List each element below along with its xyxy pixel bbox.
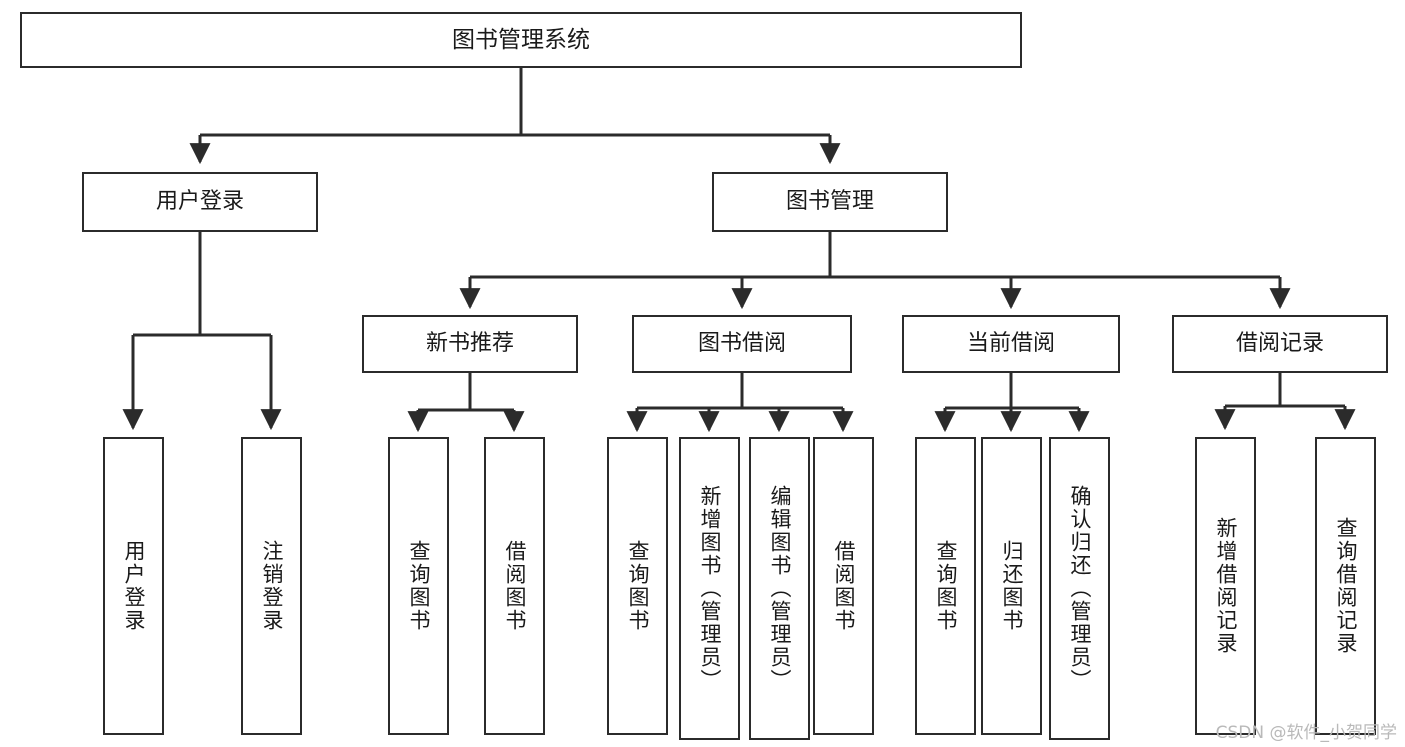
node-book-manage[interactable]: 图书管理	[712, 172, 948, 232]
node-label: 借阅图书	[832, 540, 856, 632]
node-label: 注销登录	[260, 540, 284, 632]
node-leaf-user-login[interactable]: 用户登录	[103, 437, 164, 735]
node-label: 用户登录	[155, 189, 244, 215]
node-user-login[interactable]: 用户登录	[82, 172, 318, 232]
node-label: 当前借阅	[966, 331, 1055, 357]
node-leaf-edit-book[interactable]: 编辑图书（管理员）	[749, 437, 810, 740]
node-label: 新增借阅记录	[1214, 517, 1238, 655]
node-label: 借阅图书	[503, 540, 527, 632]
node-label: 查询图书	[626, 540, 650, 632]
node-leaf-query-book-1[interactable]: 查询图书	[388, 437, 449, 735]
node-label: 借阅记录	[1235, 331, 1324, 357]
node-leaf-logout[interactable]: 注销登录	[241, 437, 302, 735]
node-label: 查询图书	[407, 540, 431, 632]
node-label: 用户登录	[122, 540, 146, 632]
node-label: 图书借阅	[697, 331, 786, 357]
watermark-text: CSDN @软件_小贺同学	[1215, 723, 1397, 743]
node-book-borrow[interactable]: 图书借阅	[632, 315, 852, 373]
node-new-book-rec[interactable]: 新书推荐	[362, 315, 578, 373]
node-leaf-query-book-2[interactable]: 查询图书	[607, 437, 668, 735]
node-leaf-query-record[interactable]: 查询借阅记录	[1315, 437, 1376, 735]
node-leaf-add-book[interactable]: 新增图书（管理员）	[679, 437, 740, 740]
node-leaf-return-book[interactable]: 归还图书	[981, 437, 1042, 735]
node-root-system[interactable]: 图书管理系统	[20, 12, 1022, 68]
node-label: 查询图书	[934, 540, 958, 632]
node-label: 查询借阅记录	[1334, 517, 1358, 655]
node-leaf-query-book-3[interactable]: 查询图书	[915, 437, 976, 735]
node-label: 图书管理系统	[452, 26, 590, 53]
node-label: 新书推荐	[425, 331, 514, 357]
node-leaf-confirm-return[interactable]: 确认归还（管理员）	[1049, 437, 1110, 740]
node-label: 确认归还（管理员）	[1068, 485, 1092, 692]
node-leaf-borrow-book-2[interactable]: 借阅图书	[813, 437, 874, 735]
node-leaf-borrow-book-1[interactable]: 借阅图书	[484, 437, 545, 735]
node-label: 归还图书	[1000, 540, 1024, 632]
node-current-borrow[interactable]: 当前借阅	[902, 315, 1120, 373]
node-label: 新增图书（管理员）	[698, 485, 722, 692]
node-label: 图书管理	[785, 189, 874, 215]
node-borrow-record[interactable]: 借阅记录	[1172, 315, 1388, 373]
node-leaf-add-record[interactable]: 新增借阅记录	[1195, 437, 1256, 735]
node-label: 编辑图书（管理员）	[768, 485, 792, 692]
